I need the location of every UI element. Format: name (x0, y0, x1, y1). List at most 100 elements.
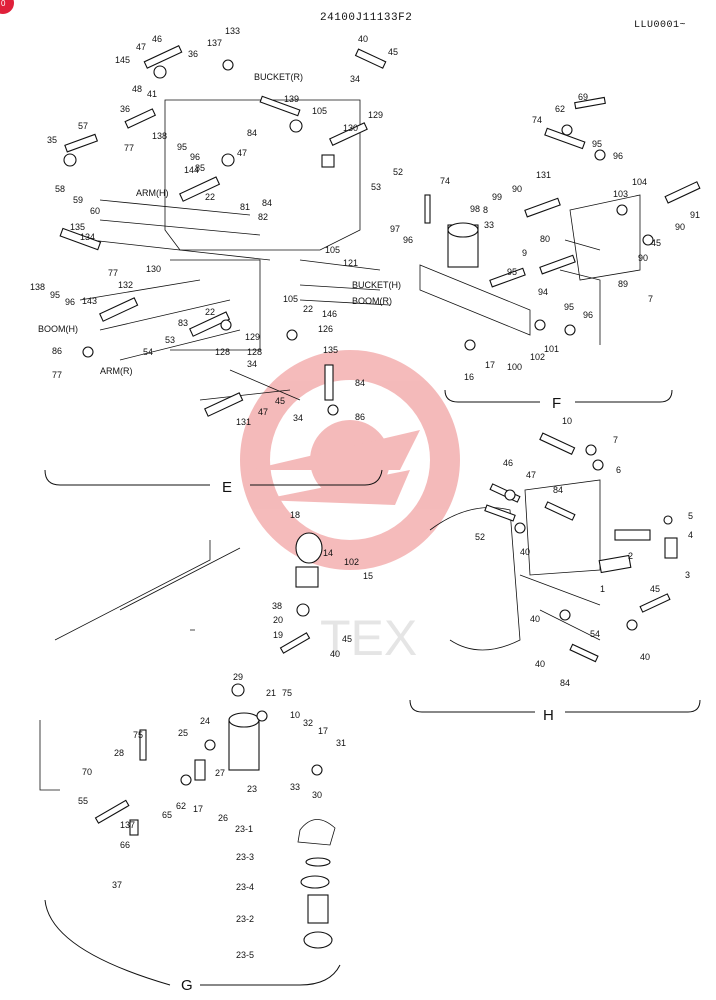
section-label-h: H (543, 707, 554, 724)
callout-e-77: 77 (108, 268, 118, 278)
section-h-assembly (429, 432, 678, 663)
callout-f-80: 80 (540, 234, 550, 244)
callout-h-84: 84 (553, 485, 563, 495)
callout-e-105: 105 (325, 245, 340, 255)
callout-e-84: 84 (262, 198, 272, 208)
callout-h-54: 54 (590, 629, 600, 639)
callout-g-23-2: 23-2 (236, 914, 254, 924)
callout-f-95: 95 (507, 267, 517, 277)
callout-h-52: 52 (475, 532, 485, 542)
callout-g-30: 30 (312, 790, 322, 800)
callout-h-40: 40 (640, 652, 650, 662)
callout-g-66: 66 (120, 840, 130, 850)
callout-e-47: 47 (258, 407, 268, 417)
callout-e-36: 36 (120, 104, 130, 114)
section-label-g: G (181, 977, 193, 994)
callout-e-130: 130 (146, 264, 161, 274)
callout-g-38: 38 (272, 601, 282, 611)
callout-h-2: 2 (628, 551, 633, 561)
callout-f-95: 95 (592, 139, 602, 149)
callout-e-53: 53 (165, 335, 175, 345)
callout-e-135: 135 (70, 222, 85, 232)
callout-h-5: 5 (688, 511, 693, 521)
callout-e-126: 126 (318, 324, 333, 334)
callout-e-121: 121 (343, 258, 358, 268)
callout-f-95: 95 (564, 302, 574, 312)
callout-e-105: 105 (312, 106, 327, 116)
callout-f-74: 74 (440, 176, 450, 186)
callout-g-24: 24 (200, 716, 210, 726)
corner-badge-text: 0 (1, 0, 6, 8)
callout-h-47: 47 (526, 470, 536, 480)
callout-e-105: 105 (283, 294, 298, 304)
callout-e-129: 129 (245, 332, 260, 342)
callout-e-128: 128 (247, 347, 262, 357)
callout-g-10: 10 (290, 710, 300, 720)
callout-e-59: 59 (73, 195, 83, 205)
callout-e-143: 143 (82, 296, 97, 306)
callout-e-145: 145 (115, 55, 130, 65)
callout-f-45: 45 (651, 238, 661, 248)
section-e-assembly (59, 45, 391, 417)
circuit-bucket-r: BUCKET(R) (254, 72, 303, 82)
callout-g-19: 19 (273, 630, 283, 640)
callout-e-131: 131 (236, 417, 251, 427)
callout-g-75: 75 (282, 688, 292, 698)
callout-e-138: 138 (30, 282, 45, 292)
callout-g-17: 17 (318, 726, 328, 736)
callout-e-58: 58 (55, 184, 65, 194)
callout-f-33: 33 (484, 220, 494, 230)
circuit-labels: BUCKET(R) BUCKET(H) BOOM(R) BOOM(H) ARM(… (38, 72, 401, 376)
callout-h-10: 10 (562, 416, 572, 426)
callout-g-33: 33 (290, 782, 300, 792)
callout-h-1: 1 (600, 584, 605, 594)
reference-code: LLU0001~ (634, 20, 687, 31)
callout-h-4: 4 (688, 530, 693, 540)
callout-e-40: 40 (358, 34, 368, 44)
callout-e-86: 86 (355, 412, 365, 422)
callout-e-138: 138 (152, 131, 167, 141)
callout-g-31: 31 (336, 738, 346, 748)
section-e-bracket (44, 469, 383, 486)
callout-e-95: 95 (50, 290, 60, 300)
callout-e-96: 96 (65, 297, 75, 307)
callout-g-65: 65 (162, 810, 172, 820)
callout-h-45: 45 (650, 584, 660, 594)
callout-g-37: 37 (112, 880, 122, 890)
callout-g-15: 15 (363, 571, 373, 581)
callout-e-22: 22 (205, 307, 215, 317)
callout-f-103: 103 (613, 189, 628, 199)
callout-g-27: 27 (215, 768, 225, 778)
callout-e-47: 47 (237, 148, 247, 158)
callout-e-85: 85 (195, 163, 205, 173)
callout-f-131: 131 (536, 170, 551, 180)
callout-e-47: 47 (136, 42, 146, 52)
callout-e-84: 84 (247, 128, 257, 138)
callout-e-132: 132 (118, 280, 133, 290)
callout-f-74: 74 (532, 115, 542, 125)
callout-e-45: 45 (388, 47, 398, 57)
callout-f-96: 96 (403, 235, 413, 245)
callout-e-130: 130 (343, 123, 358, 133)
circuit-arm-r: ARM(R) (100, 366, 133, 376)
callout-g-23-1: 23-1 (235, 824, 253, 834)
callout-e-48: 48 (132, 84, 142, 94)
callout-e-96: 96 (190, 152, 200, 162)
callout-e-45: 45 (275, 396, 285, 406)
callout-f-104: 104 (632, 177, 647, 187)
callout-e-34: 34 (293, 413, 303, 423)
callout-f-90: 90 (675, 222, 685, 232)
callout-f-89: 89 (618, 279, 628, 289)
section-h-bracket (409, 699, 701, 713)
callout-f-16: 16 (464, 372, 474, 382)
callout-f-62: 62 (555, 104, 565, 114)
callout-g-18: 18 (290, 510, 300, 520)
callout-e-134: 134 (80, 232, 95, 242)
callout-e-83: 83 (178, 318, 188, 328)
callout-f-69: 69 (578, 92, 588, 102)
callout-g-62: 62 (176, 801, 186, 811)
callout-e-22: 22 (303, 304, 313, 314)
section-g-assembly (39, 532, 336, 949)
drawing-code: 24100J11133F2 (320, 12, 413, 24)
